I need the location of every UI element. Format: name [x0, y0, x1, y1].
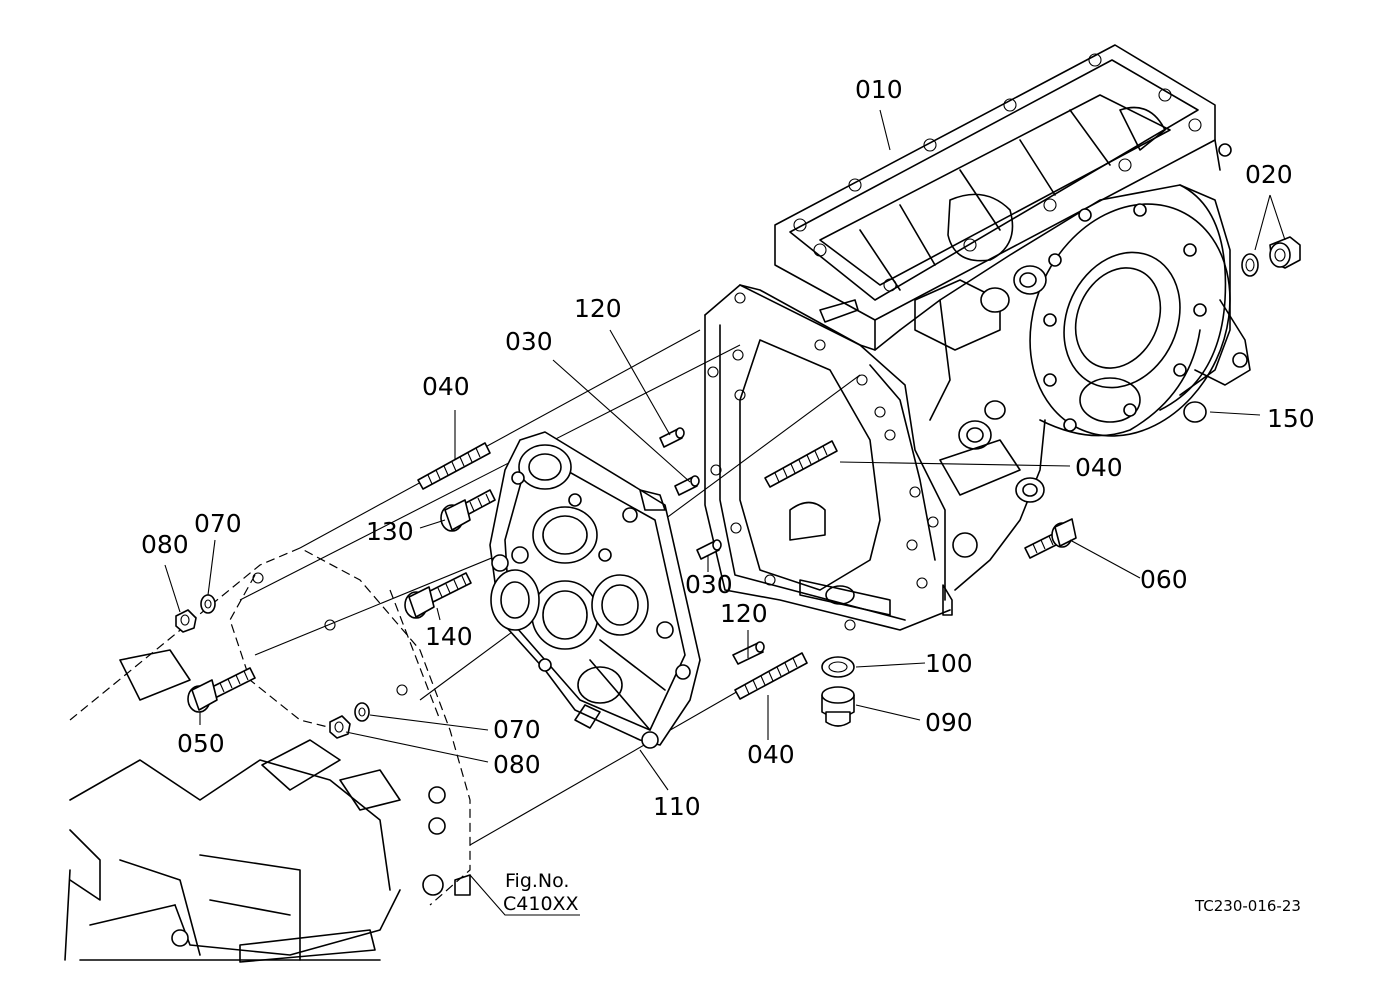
label-130: 130 [366, 517, 414, 546]
gasket-100 [821, 656, 855, 678]
label-070-upper: 070 [194, 509, 242, 538]
leader-lines [164, 109, 1286, 916]
plug-020 [1241, 236, 1301, 277]
figure-reference: Fig.No. C410XX [503, 870, 579, 915]
label-150: 150 [1267, 404, 1315, 433]
nut-080-lower [329, 715, 351, 739]
label-090: 090 [925, 708, 973, 737]
label-030-bottom: 030 [685, 570, 733, 599]
stud-bolt-040-right [764, 440, 838, 488]
label-010: 010 [855, 75, 903, 104]
dowel-pin-120-bottom [732, 641, 765, 665]
bolt-130 [440, 489, 496, 532]
stud-bolt-040-left [417, 442, 491, 490]
plug-150 [1183, 401, 1207, 423]
label-040-left: 040 [422, 372, 470, 401]
front-housing-reference [64, 547, 471, 963]
drawing-code: TC230-016-23 [1194, 897, 1301, 915]
lock-washer-070-lower [354, 702, 370, 722]
label-070-lower: 070 [493, 715, 541, 744]
label-120-top: 120 [574, 294, 622, 323]
front-cover-plate [489, 431, 701, 749]
figure-ref-line1: Fig.No. [505, 870, 569, 892]
nut-080-upper [175, 609, 197, 633]
label-080-lower: 080 [493, 750, 541, 779]
label-060: 060 [1140, 565, 1188, 594]
part-labels: 010 020 030 030 040 040 040 050 060 070 … [141, 75, 1315, 821]
dowel-pin-120-top [659, 427, 685, 448]
label-140: 140 [425, 622, 473, 651]
label-110: 110 [653, 792, 701, 821]
label-080-upper: 080 [141, 530, 189, 559]
bolt-050 [187, 667, 256, 713]
label-050: 050 [177, 729, 225, 758]
dowel-pin-030-bottom [696, 539, 722, 560]
lock-washer-070-upper [200, 594, 216, 614]
label-100: 100 [925, 649, 973, 678]
bolt-060 [1024, 518, 1077, 559]
bolt-140 [404, 572, 472, 619]
transmission-case [704, 44, 1251, 631]
label-040-bottom: 040 [747, 740, 795, 769]
label-030-top: 030 [505, 327, 553, 356]
stud-bolt-040-bottom [734, 652, 808, 700]
label-120-bottom: 120 [720, 599, 768, 628]
label-020: 020 [1245, 160, 1293, 189]
figure-ref-line2: C410XX [503, 893, 579, 915]
drain-plug-090 [821, 686, 855, 727]
label-040-right: 040 [1075, 453, 1123, 482]
